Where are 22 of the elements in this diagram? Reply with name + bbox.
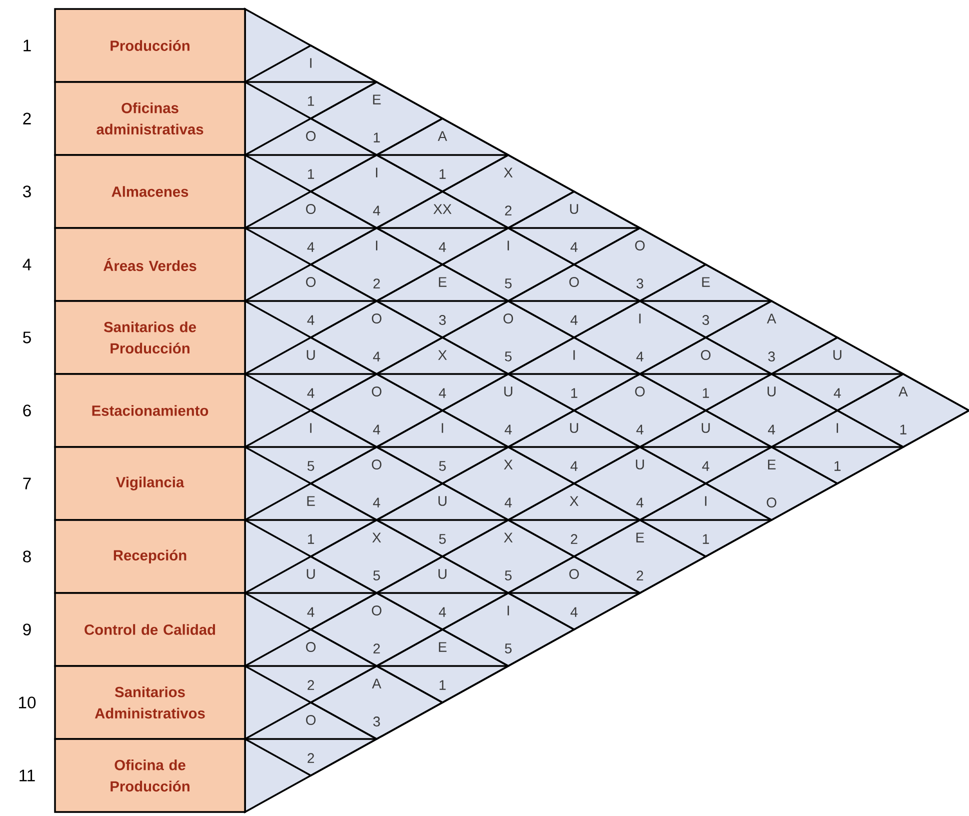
department-box: Sanitarios Administrativos (54, 665, 246, 740)
department-box: Almacenes (54, 154, 246, 229)
row-number: 7 (23, 478, 31, 490)
department-box: Vigilancia (54, 446, 246, 521)
department-box: Oficinas administrativas (54, 81, 246, 156)
row-number: 2 (23, 112, 31, 124)
row-number: 5 (23, 332, 31, 344)
row-number: 10 (19, 696, 36, 708)
department-box: Producción (54, 8, 246, 83)
row-number: 4 (22, 258, 32, 270)
department-box: Oficina de Producción (54, 738, 246, 813)
row-number: 6 (23, 404, 31, 416)
department-box: Control de Calidad (54, 592, 246, 667)
row-number: 9 (23, 624, 31, 636)
row-number: 11 (20, 770, 35, 782)
row-number: 1 (24, 40, 31, 52)
department-box: Áreas Verdes (54, 227, 246, 302)
row-number: 8 (23, 550, 31, 562)
department-box: Estacionamiento (54, 373, 246, 448)
row-number: 3 (23, 186, 31, 198)
department-box: Recepción (54, 519, 246, 594)
department-box: Sanitarios de Producción (54, 300, 246, 375)
